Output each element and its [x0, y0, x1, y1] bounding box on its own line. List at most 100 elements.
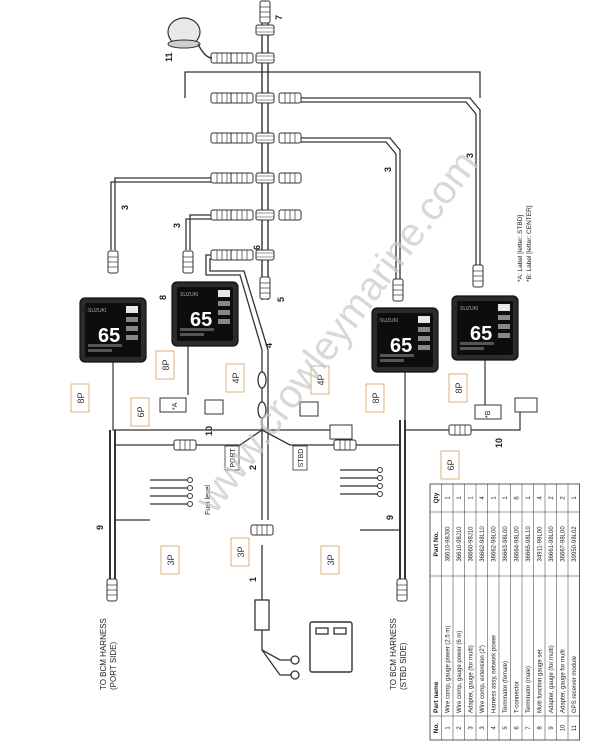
table-cell: 3 [480, 726, 486, 730]
table-cell: Adapter, gauge for multi [561, 649, 567, 713]
table-cell: 36662-98L10 [480, 526, 486, 562]
t-connector [255, 52, 275, 64]
connector-label-6p: 6P [130, 397, 150, 427]
svg-text:8P: 8P [454, 382, 464, 393]
note-2: *B: Label [letter: CENTER] [526, 205, 533, 282]
t-connector [255, 92, 275, 104]
table-cell: Wire comp, gauge power (2.5 m) [446, 626, 452, 713]
to-bcm-port-label: TO BCM HARNESS [99, 618, 108, 690]
gauge-value: 65 [470, 323, 492, 345]
table-cell: Wire comp, gauge power (6 m) [457, 631, 463, 713]
table-cell: 8 [538, 726, 544, 730]
harness-destination-labels: TO BCM HARNESS (PORT SIDE) TO BCM HARNES… [99, 618, 408, 690]
gauge-plugs [107, 250, 484, 302]
connector-label-8p: 8P [365, 383, 385, 413]
svg-text:6P: 6P [136, 406, 146, 417]
bcm-plugs [106, 424, 472, 602]
callout-10: 10 [204, 426, 214, 436]
gauge-left-1: 65 SUZUKI [79, 297, 147, 363]
port-label: PORT [224, 445, 240, 471]
connector-label-6p: 6P [440, 450, 460, 480]
table-cell: 4 [538, 496, 544, 500]
side-connectors [210, 52, 302, 261]
gauge-value: 65 [190, 309, 212, 331]
gps-receiver-module [167, 17, 213, 59]
callout-3: 3 [120, 205, 130, 210]
to-bcm-stbd-label: TO BCM HARNESS [389, 618, 398, 690]
svg-text:6P: 6P [446, 459, 456, 470]
connector-label-3p: 3P [230, 537, 250, 567]
callout-numbers: 7 11 3 3 3 3 6 5 4 8 8 8 8 10 10 2 9 9 1 [80, 15, 504, 582]
svg-text:8P: 8P [161, 359, 171, 370]
table-header-cell: Qty [433, 492, 440, 503]
fuel-level-label: Fuel level [205, 485, 212, 515]
table-cell: 1 [457, 496, 463, 500]
mark-a: *A [172, 402, 179, 410]
callout-3: 3 [172, 223, 182, 228]
table-cell: 1 [492, 496, 498, 500]
table-cell: 1 [503, 496, 509, 500]
battery-power-wire [254, 545, 353, 680]
table-cell: 39950-98L02 [572, 526, 578, 562]
callout-6: 6 [252, 245, 262, 250]
gauge-right-2: 65 SUZUKI [451, 295, 519, 361]
callout-8: 8 [158, 295, 168, 300]
t-connector [255, 172, 275, 184]
gauge-adapter-wiring [109, 346, 521, 580]
svg-text:3P: 3P [326, 554, 336, 565]
extension-wires [110, 71, 481, 280]
table-cell: 6 [515, 726, 521, 730]
callout-8: 8 [372, 317, 382, 322]
callout-10: 10 [494, 438, 504, 448]
table-cell: 2 [561, 496, 567, 500]
callout-4: 4 [264, 343, 274, 348]
connector-label-8p: 8P [448, 373, 468, 403]
gauge-value: 65 [390, 335, 412, 357]
gauge-value: 65 [98, 325, 120, 347]
callout-9: 9 [95, 525, 105, 530]
note-1: *A: Label [letter: STBD] [517, 215, 524, 282]
callout-3: 3 [383, 167, 393, 172]
table-cell: 1 [469, 496, 475, 500]
table-header-cell: No. [433, 723, 440, 734]
table-cell: Adapter, gauge (for multi) [469, 645, 475, 713]
callout-8: 8 [450, 305, 460, 310]
table-header-cell: Part name [433, 681, 440, 713]
stbd-side-label: (STBD SIDE) [399, 642, 408, 690]
table-cell: 6 [515, 496, 521, 500]
t-connector [255, 209, 275, 221]
svg-text:8P: 8P [76, 392, 86, 403]
table-cell: 7 [526, 726, 532, 730]
port-side-label: (PORT SIDE) [109, 642, 118, 690]
table-cell: 36665-98L10 [526, 526, 532, 562]
terminator-female [259, 276, 271, 300]
connector-label-8p: 8P [70, 383, 90, 413]
stbd-label: STBD [292, 445, 308, 471]
svg-text:3P: 3P [236, 546, 246, 557]
svg-text:4P: 4P [231, 372, 241, 383]
connector-label-3p: 3P [160, 545, 180, 575]
table-cell: 3 [469, 726, 475, 730]
callout-2: 2 [248, 465, 258, 470]
gauge-brand: SUZUKI [460, 306, 478, 312]
mark-b: *B [485, 410, 492, 418]
table-cell: 4 [492, 726, 498, 730]
table-cell: 11 [572, 724, 578, 731]
svg-text:3P: 3P [166, 554, 176, 565]
table-cell: 36667-98L00 [561, 526, 567, 562]
table-cell: 36660-98J10 [469, 526, 475, 562]
table-cell: 36610-98J00 [446, 526, 452, 562]
table-cell: 5 [503, 726, 509, 730]
table-cell: Multi function gauge set [538, 649, 544, 713]
table-cell: 2 [549, 496, 555, 500]
table-cell: Terminator (male) [526, 666, 532, 713]
gauge-brand: SUZUKI [88, 308, 106, 314]
table-cell: 1 [572, 496, 578, 500]
t-connector [255, 132, 275, 144]
table-cell: 1 [446, 726, 452, 730]
table-cell: 36664-98L00 [515, 526, 521, 562]
connector-label-8p: 8P [155, 350, 175, 380]
table-cell: 36661-98L00 [549, 526, 555, 562]
